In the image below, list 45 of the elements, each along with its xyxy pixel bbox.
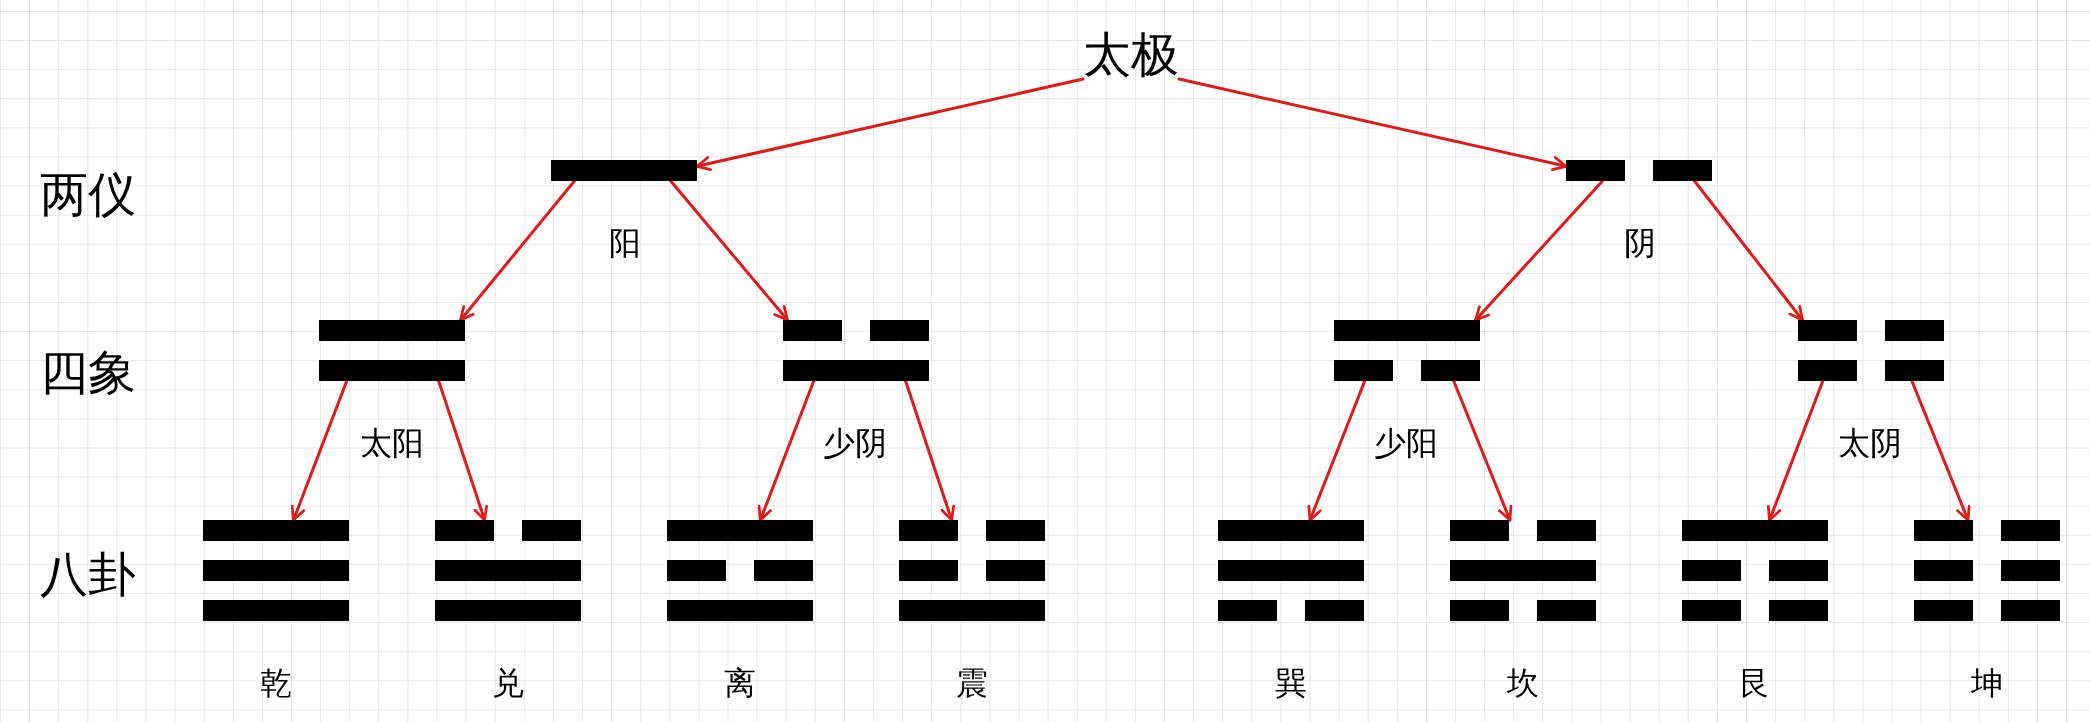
line-name: 阴: [1624, 227, 1656, 259]
row-label: 四象: [40, 349, 136, 397]
root-label: 太极: [1083, 31, 1179, 79]
trigram-name: 坤: [1971, 667, 2003, 699]
broken-line-drawing: [1566, 160, 1712, 181]
solid-bar: [551, 160, 697, 181]
arrow: [459, 179, 576, 322]
line-name: 阳: [609, 227, 641, 259]
digram-drawing: [1798, 320, 1944, 381]
digram-name: 太阴: [1838, 427, 1902, 459]
trigram-name: 离: [724, 667, 756, 699]
arrow: [757, 379, 816, 522]
trigram-drawing: [1914, 520, 2060, 621]
arrow: [1177, 77, 1568, 171]
trigram-name: 兑: [492, 667, 524, 699]
row-label: 两仪: [40, 171, 136, 219]
trigram-drawing: [899, 520, 1045, 621]
digram-name: 少阳: [1374, 427, 1438, 459]
trigram-drawing: [203, 520, 349, 621]
trigram-name: 巽: [1275, 667, 1307, 699]
trigram-name: 震: [956, 667, 988, 699]
digram-drawing: [319, 320, 465, 381]
trigram-drawing: [1682, 520, 1828, 621]
row-label: 八卦: [40, 551, 136, 599]
trigram-name: 艮: [1739, 667, 1771, 699]
arrow: [1910, 379, 1971, 522]
arrow: [1766, 379, 1825, 522]
trigram-drawing: [435, 520, 581, 621]
trigram-name: 坎: [1507, 667, 1539, 699]
trigram-drawing: [1218, 520, 1364, 621]
digram-name: 太阳: [360, 427, 424, 459]
arrow: [1693, 179, 1804, 322]
arrow: [437, 379, 488, 522]
digram-drawing: [783, 320, 929, 381]
digram-drawing: [1334, 320, 1480, 381]
arrow: [1307, 379, 1367, 522]
arrow: [290, 379, 349, 522]
arrow: [1474, 179, 1604, 322]
trigram-drawing: [1450, 520, 1596, 621]
trigram-drawing: [667, 520, 813, 621]
arrow: [1452, 379, 1513, 522]
arrow: [669, 179, 789, 322]
arrow: [904, 379, 955, 522]
digram-name: 少阴: [823, 427, 887, 459]
trigram-name: 乾: [260, 667, 292, 699]
